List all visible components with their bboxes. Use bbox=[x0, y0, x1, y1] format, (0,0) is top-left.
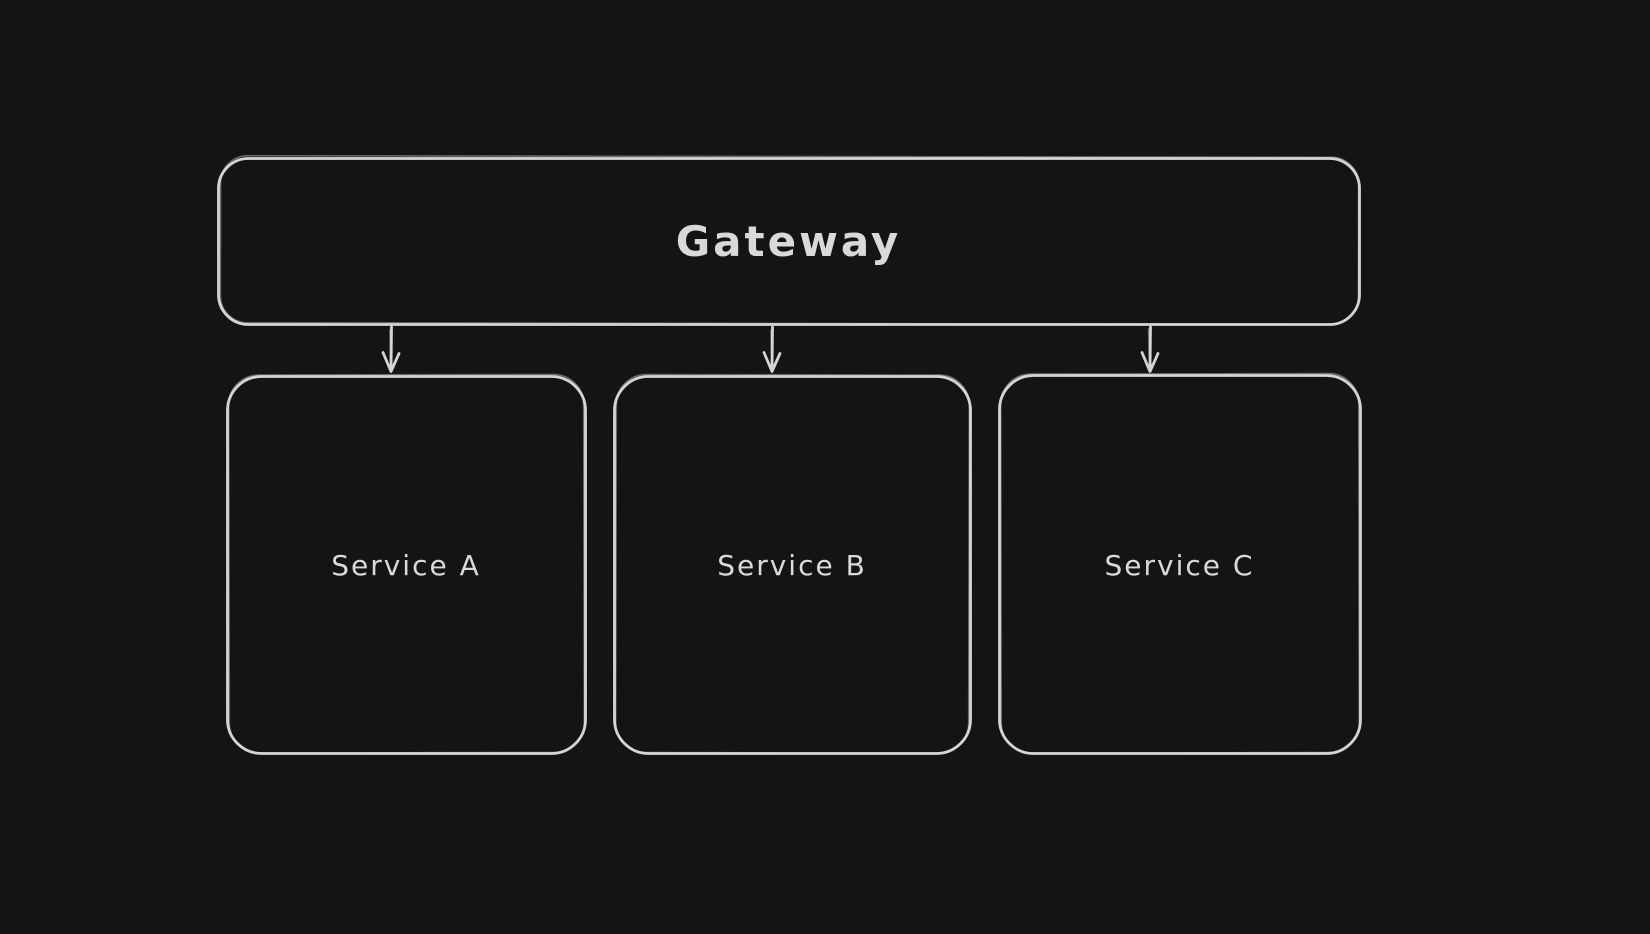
arrow-gateway-to-service-a[interactable] bbox=[381, 325, 401, 373]
gateway-node-outline-sketch bbox=[219, 154, 1360, 326]
arrow-b-shaft-sketch bbox=[770, 329, 773, 367]
arrow-c-shaft-sketch bbox=[1147, 328, 1151, 368]
arrow-gateway-to-service-c[interactable] bbox=[1140, 325, 1160, 373]
arrow-a-head bbox=[381, 351, 401, 373]
arrow-gateway-to-service-b[interactable] bbox=[762, 325, 782, 373]
gateway-node-outline[interactable] bbox=[217, 157, 1361, 326]
arrow-b-head bbox=[762, 351, 782, 373]
arrow-c-head bbox=[1140, 351, 1160, 373]
service-b-node-outline-sketch bbox=[614, 373, 971, 754]
service-c-node[interactable] bbox=[998, 372, 1362, 755]
service-b-node[interactable] bbox=[613, 373, 972, 755]
service-b-node-outline[interactable] bbox=[613, 375, 972, 755]
service-a-node-outline-sketch bbox=[227, 373, 586, 754]
arrow-a-shaft bbox=[389, 325, 393, 371]
gateway-node[interactable] bbox=[217, 154, 1361, 326]
service-c-node-outline[interactable] bbox=[998, 374, 1362, 755]
arrow-c-shaft bbox=[1148, 325, 1152, 371]
arrow-b-shaft bbox=[770, 325, 774, 371]
arrow-a-shaft-sketch bbox=[389, 329, 392, 367]
service-c-node-outline-sketch bbox=[999, 372, 1361, 754]
service-a-node[interactable] bbox=[226, 373, 587, 755]
service-a-node-outline[interactable] bbox=[226, 375, 587, 755]
